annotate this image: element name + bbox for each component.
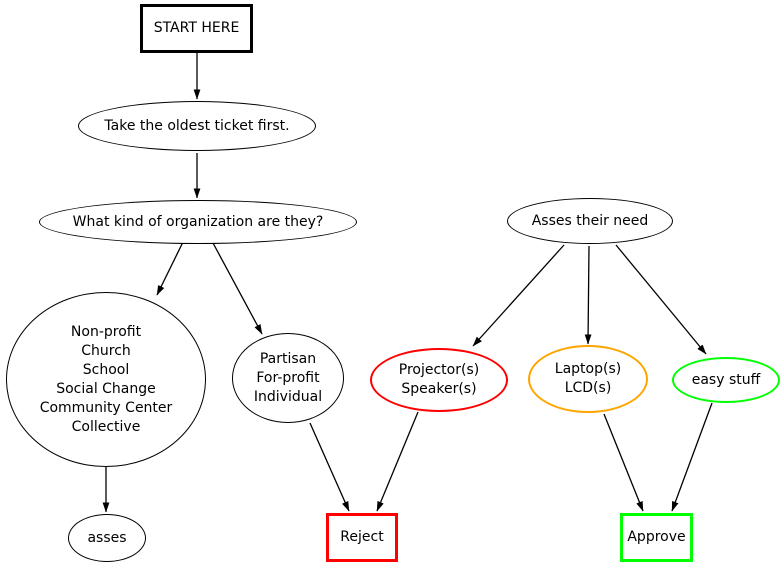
- edge-easy-stuff-to-approve: [671, 402, 713, 512]
- node-start-here: START HERE: [140, 4, 253, 53]
- node-assess-need: Asses their need: [507, 198, 673, 244]
- node-asses: asses: [68, 514, 146, 562]
- edge-assess-need-to-laptop: [584, 245, 592, 345]
- node-partisan-group: Partisan For-profit Individual: [232, 333, 344, 423]
- edge-partisan-to-reject: [309, 422, 350, 512]
- node-reject: Reject: [326, 513, 398, 562]
- edge-assess-need-to-easy-stuff: [615, 244, 707, 355]
- edge-org-question-to-partisan: [212, 242, 263, 335]
- node-org-question: What kind of organization are they?: [39, 200, 357, 244]
- node-org-types: Non-profit Church School Social Change C…: [6, 292, 206, 467]
- node-projector-speaker: Projector(s) Speaker(s): [370, 348, 508, 412]
- node-easy-stuff: easy stuff: [672, 357, 780, 403]
- node-approve: Approve: [620, 513, 693, 562]
- node-take-oldest-ticket: Take the oldest ticket first.: [78, 101, 316, 151]
- edge-laptop-to-approve: [603, 413, 644, 512]
- edge-assess-need-to-projector: [472, 244, 565, 347]
- edge-projector-to-reject: [376, 411, 419, 512]
- edge-org-question-to-org-types: [156, 241, 184, 296]
- node-laptop-lcd: Laptop(s) LCD(s): [528, 345, 648, 413]
